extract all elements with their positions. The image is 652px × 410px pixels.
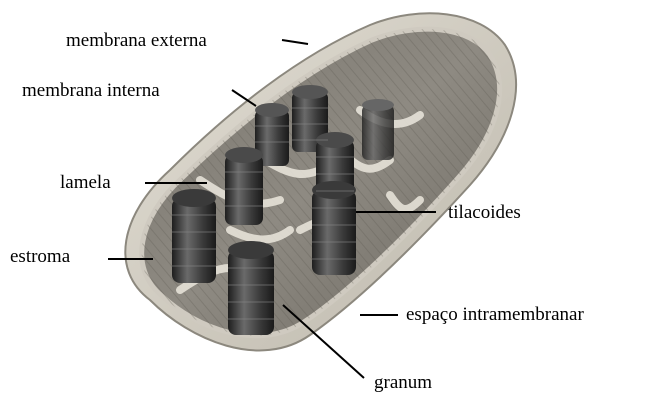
granum-stack [228,241,274,335]
granum-stack [362,99,394,160]
granum-stack [312,181,356,275]
label-granum: granum [374,372,432,394]
granum-stack [172,189,216,283]
label-estroma: estroma [10,246,70,268]
leader-membrana-externa [282,40,308,44]
label-membrana-interna: membrana interna [22,80,160,102]
label-tilacoides: tilacoides [448,202,521,224]
label-lamela: lamela [60,172,111,194]
granum-stack [225,147,263,225]
label-espaco-intramembranar: espaço intramembranar [406,304,584,326]
label-membrana-externa: membrana externa [66,30,207,52]
